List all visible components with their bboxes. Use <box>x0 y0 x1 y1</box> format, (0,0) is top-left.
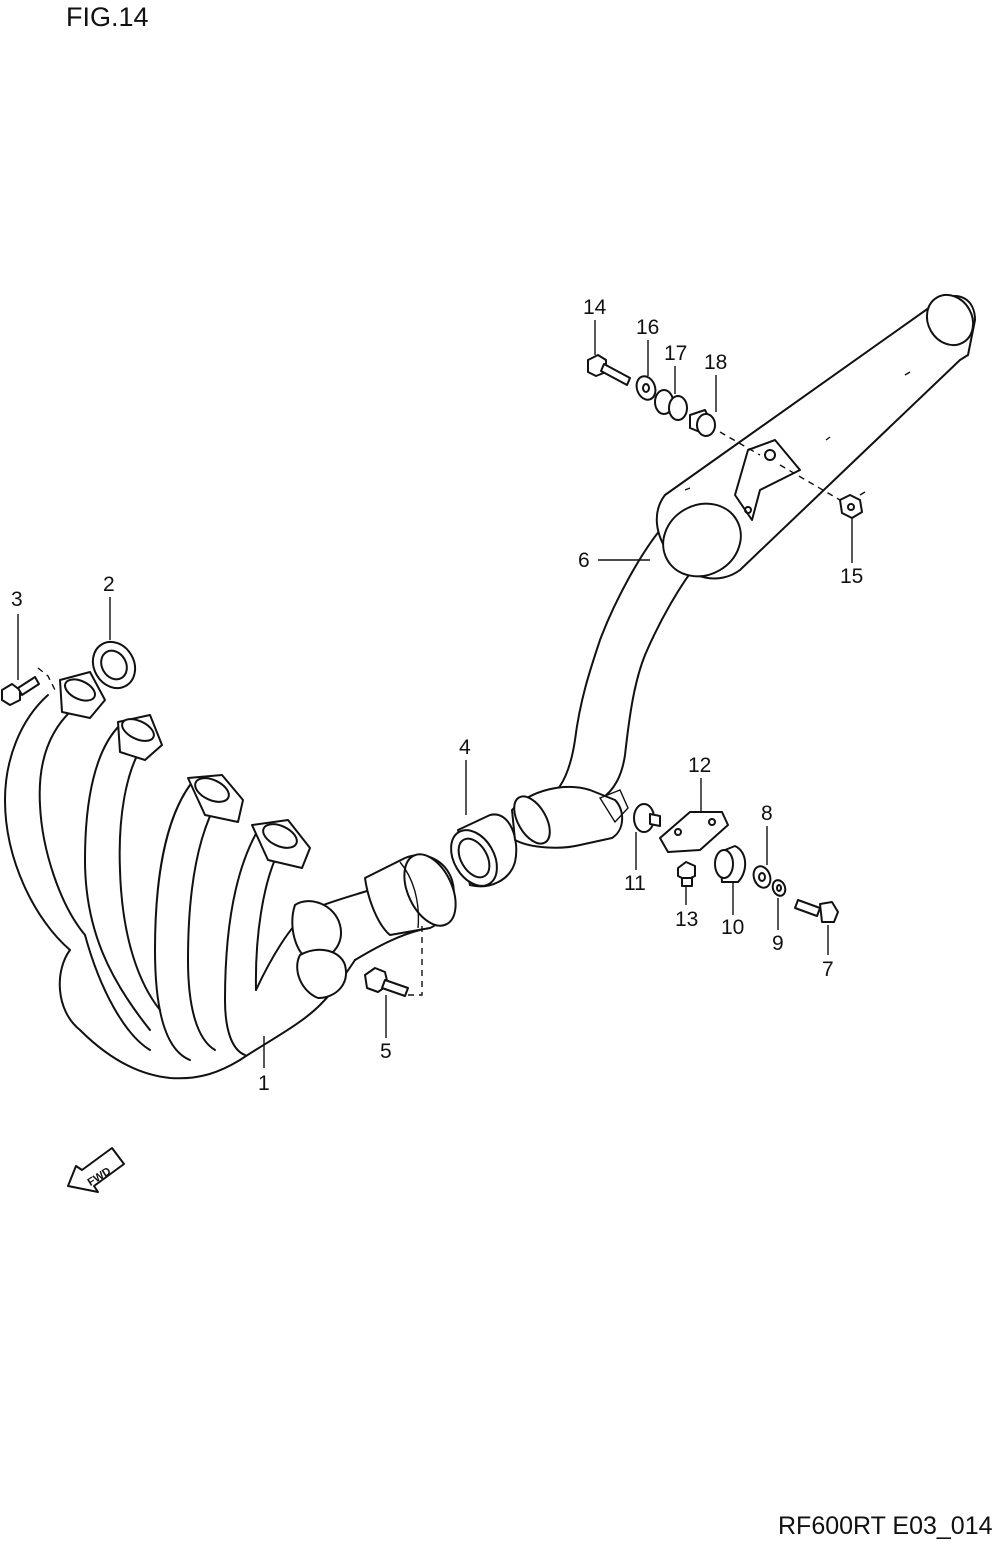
diagram-code: RF600RT E03_014 <box>778 1512 993 1540</box>
muffler <box>511 293 976 849</box>
callout-4: 4 <box>459 736 471 759</box>
callout-1: 1 <box>258 1072 270 1095</box>
bolt-13 <box>677 861 696 887</box>
fwd-arrow-icon: FWD <box>67 1147 125 1193</box>
bolt-5 <box>364 925 423 997</box>
callout-16: 16 <box>636 316 659 339</box>
callout-18: 18 <box>704 351 727 374</box>
callout-2: 2 <box>103 573 115 596</box>
pin <box>633 803 661 833</box>
nut-15 <box>839 494 863 519</box>
callout-5: 5 <box>380 1040 392 1063</box>
callout-3: 3 <box>11 588 23 611</box>
exhaust-header-pipes <box>4 671 457 1080</box>
connector-sleeve <box>450 813 518 888</box>
callout-8: 8 <box>761 802 773 825</box>
callout-10: 10 <box>721 916 744 939</box>
washer-8 <box>752 865 772 889</box>
collar-18 <box>689 409 716 437</box>
bolt-7 <box>794 899 839 923</box>
rubber-bush <box>714 845 747 883</box>
bolt-14 <box>587 354 631 386</box>
callout-15: 15 <box>840 565 863 588</box>
rubber-bush-17 <box>654 389 688 421</box>
bracket <box>659 811 729 853</box>
callout-11: 11 <box>624 872 646 895</box>
callout-7: 7 <box>822 958 834 981</box>
washer-9 <box>771 879 787 897</box>
assembly-line-upper <box>719 431 841 501</box>
washer-16 <box>635 375 657 401</box>
callout-14: 14 <box>583 296 607 319</box>
stud-bolt <box>1 667 56 706</box>
figure-title: FIG.14 <box>66 2 149 32</box>
callout-9: 9 <box>772 932 784 955</box>
callout-12: 12 <box>688 754 711 777</box>
callout-17: 17 <box>664 342 687 365</box>
gasket <box>91 640 137 690</box>
callout-13: 13 <box>675 908 698 931</box>
leader-lines <box>17 320 853 1068</box>
callout-6: 6 <box>578 549 590 572</box>
